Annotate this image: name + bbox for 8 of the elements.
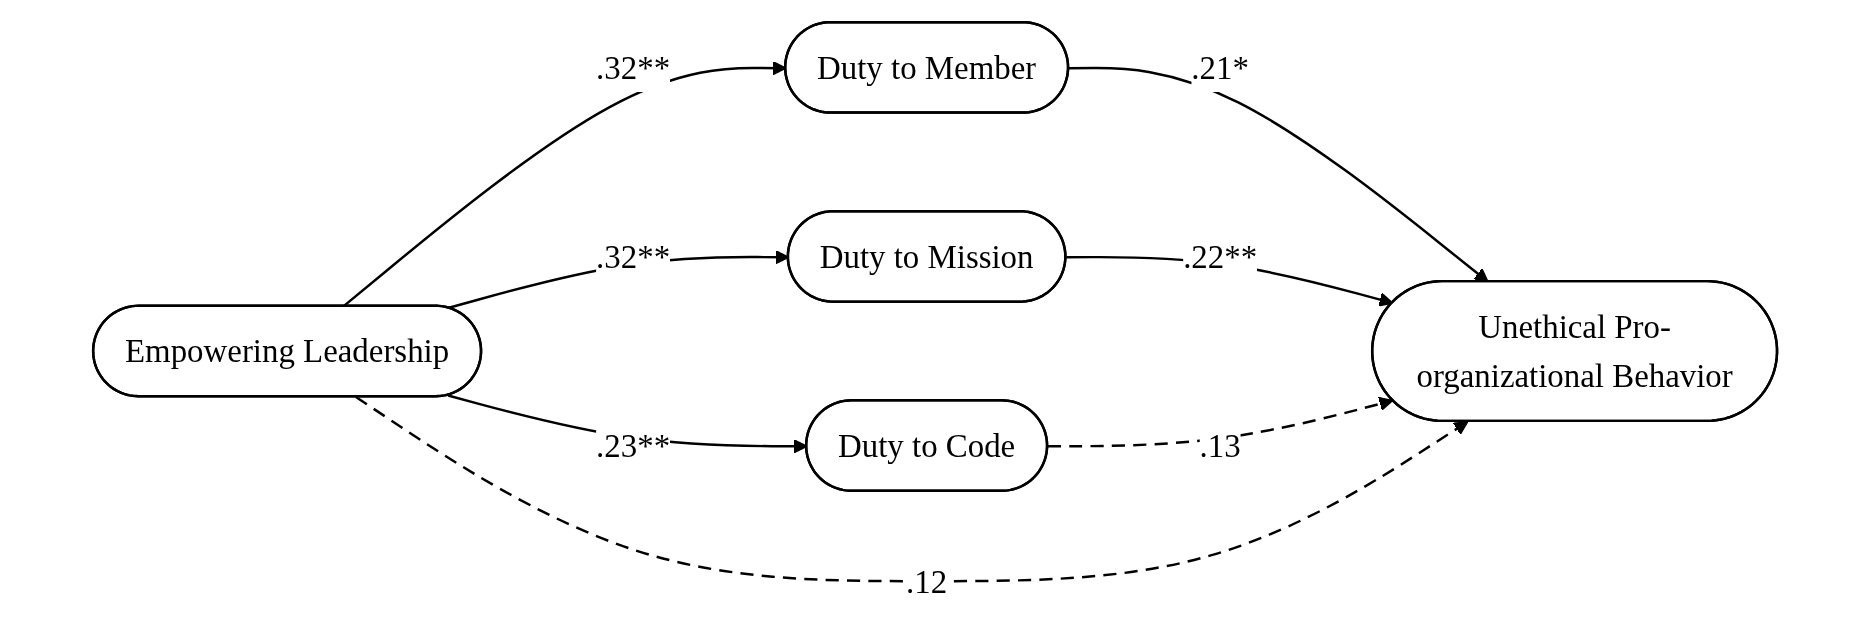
edge-label: .22** bbox=[1183, 238, 1258, 275]
edge-label: .12 bbox=[905, 563, 948, 600]
edge-label: .13 bbox=[1199, 427, 1241, 464]
edge-label: .21* bbox=[1191, 49, 1249, 86]
edge-label: .32** bbox=[596, 49, 670, 86]
edge-label: .32** bbox=[596, 238, 670, 275]
arrow bbox=[1047, 396, 1394, 448]
edge-label: .23** bbox=[596, 427, 670, 464]
